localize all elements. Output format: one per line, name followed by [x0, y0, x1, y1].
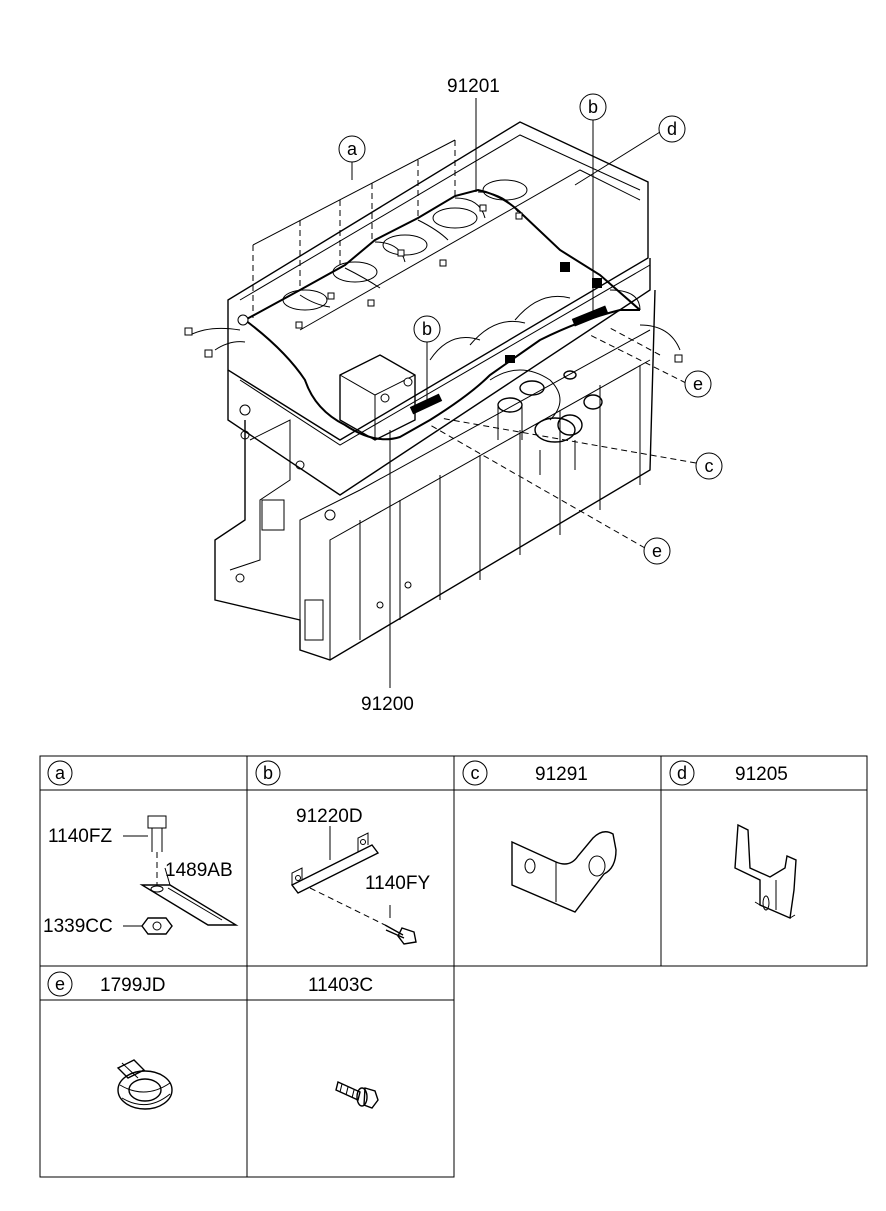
legend-header-b: b — [255, 760, 281, 786]
legend-c-bracket — [511, 831, 617, 913]
legend-f-bolt — [335, 1081, 379, 1109]
callout-e-right: e — [684, 370, 712, 398]
legend-d-bracket — [734, 823, 797, 920]
svg-text:b: b — [588, 97, 598, 117]
callout-a: a — [338, 135, 366, 163]
legend-b-parts: 91220D 1140FY — [290, 806, 430, 945]
legend-header-c: c 91291 — [462, 760, 588, 786]
callout-e-low: e — [643, 537, 671, 565]
engine-block-drawing — [214, 121, 656, 661]
svg-text:e: e — [652, 541, 662, 561]
callout-b-top: b — [579, 93, 607, 121]
svg-text:1489AB: 1489AB — [165, 860, 233, 881]
legend-d-title: 91205 — [735, 764, 788, 785]
legend-f-title: 11403C — [308, 975, 373, 996]
svg-text:e: e — [693, 374, 703, 394]
callout-91200: 91200 — [361, 694, 414, 715]
legend-header-e: e 1799JD — [47, 971, 166, 997]
svg-text:c: c — [471, 763, 480, 783]
svg-text:1140FZ: 1140FZ — [48, 826, 112, 847]
legend-c-title: 91291 — [535, 764, 588, 785]
svg-text:a: a — [347, 139, 358, 159]
legend-a-parts: 1140FZ 1489AB 1339CC — [43, 815, 239, 937]
svg-text:a: a — [55, 763, 66, 783]
svg-text:1140FY: 1140FY — [365, 873, 430, 894]
svg-text:b: b — [422, 319, 432, 339]
legend-header-a: a — [47, 760, 73, 786]
svg-text:c: c — [705, 456, 714, 476]
svg-text:b: b — [263, 763, 273, 783]
legend-header-f: 11403C — [308, 975, 373, 996]
callout-c: c — [695, 452, 723, 480]
svg-text:e: e — [55, 974, 65, 994]
callout-91201: 91201 — [447, 76, 500, 97]
callout-d: d — [658, 115, 686, 143]
engine-wiring-diagram: 91201 91200 a b d b e c e — [184, 76, 723, 715]
legend-grid — [39, 755, 868, 1178]
legend-e-clip — [116, 1059, 173, 1110]
svg-text:d: d — [677, 763, 687, 783]
legend-header-d: d 91205 — [669, 760, 788, 786]
leader-lines — [252, 98, 697, 688]
legend-e-title: 1799JD — [100, 975, 166, 996]
callout-b-mid: b — [413, 315, 441, 343]
svg-text:d: d — [667, 119, 677, 139]
svg-text:1339CC: 1339CC — [43, 916, 113, 937]
svg-text:91220D: 91220D — [296, 806, 363, 827]
wiring-harness — [184, 188, 683, 441]
